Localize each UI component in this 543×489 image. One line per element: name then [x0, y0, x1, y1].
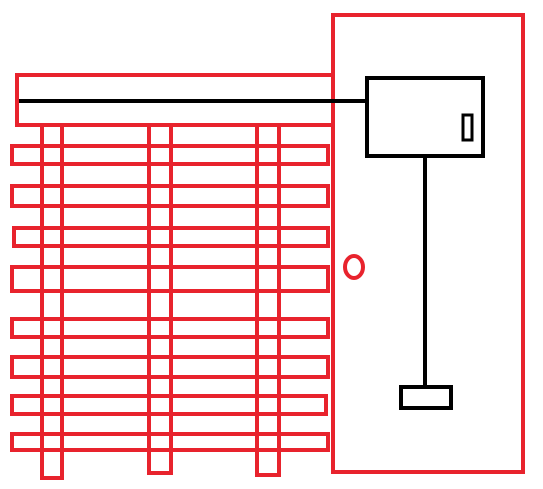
- ladder-string: [40, 123, 64, 480]
- ladder-string-group: [40, 123, 281, 480]
- ladder-string: [255, 123, 281, 477]
- pull-handle: [399, 385, 453, 410]
- ladder-string: [147, 123, 173, 475]
- door-knob: [343, 254, 365, 280]
- motor-box: [365, 76, 485, 158]
- cabinet-panel: [331, 13, 525, 474]
- switch-indicator: [461, 113, 474, 142]
